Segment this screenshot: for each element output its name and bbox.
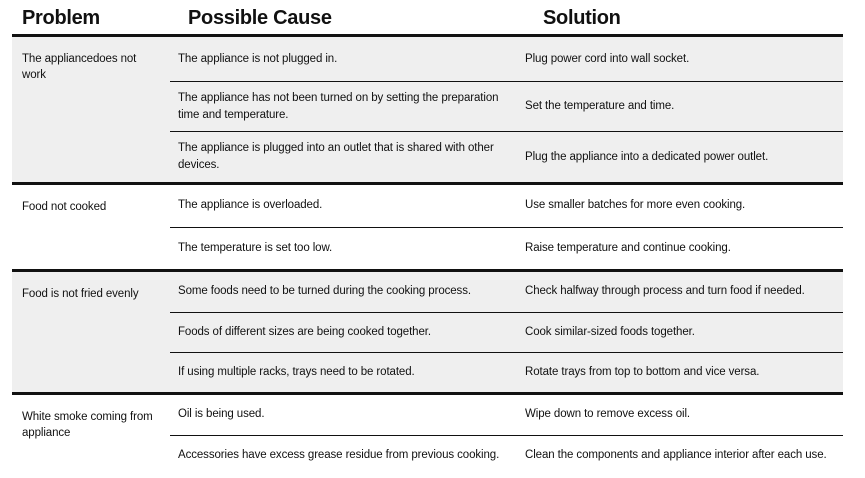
solution-text: Wipe down to remove excess oil. bbox=[525, 408, 690, 421]
problem-label: White smoke coming from appliance bbox=[22, 410, 153, 440]
cause-text: The appliance is overloaded. bbox=[178, 199, 323, 212]
table-row: If using multiple racks, trays need to b… bbox=[170, 351, 843, 392]
solution-text: Set the temperature and time. bbox=[525, 100, 675, 113]
table-row: The appliance is overloaded. Use smaller… bbox=[170, 185, 843, 227]
table-row: The appliance is plugged into an outlet … bbox=[170, 131, 843, 181]
cause-text: The temperature is set too low. bbox=[178, 241, 333, 254]
table-row: The temperature is set too low. Raise te… bbox=[170, 226, 843, 269]
problem-label: The appliancedoes not work bbox=[22, 53, 137, 82]
cause-text: Oil is being used. bbox=[178, 408, 265, 421]
table-row: Foods of different sizes are being cooke… bbox=[170, 311, 843, 352]
table-row: Accessories have excess grease residue f… bbox=[170, 434, 843, 475]
column-header-possible-cause: Possible Cause bbox=[188, 7, 332, 29]
solution-text: Plug the appliance into a dedicated powe… bbox=[525, 150, 769, 163]
cause-text: If using multiple racks, trays need to b… bbox=[178, 365, 415, 378]
cause-text: The appliance is plugged into an outlet … bbox=[178, 142, 494, 172]
problem-group: Food not cooked The appliance is overloa… bbox=[12, 184, 843, 272]
problem-label: Food is not fried evenly bbox=[22, 287, 139, 300]
cause-text: Accessories have excess grease residue f… bbox=[178, 448, 500, 461]
table-row: The appliance is not plugged in. Plug po… bbox=[170, 37, 843, 81]
problem-group: Food is not fried evenly Some foods need… bbox=[12, 271, 843, 395]
column-header-solution: Solution bbox=[543, 7, 621, 29]
header-rule bbox=[12, 34, 843, 37]
table-row: The appliance has not been turned on by … bbox=[170, 81, 843, 131]
problem-group: The appliancedoes not work The appliance… bbox=[12, 37, 843, 185]
table-body: The appliancedoes not work The appliance… bbox=[12, 37, 843, 475]
cause-text: Foods of different sizes are being cooke… bbox=[178, 325, 431, 338]
problem-label: Food not cooked bbox=[22, 200, 107, 213]
solution-text: Rotate trays from top to bottom and vice… bbox=[525, 365, 760, 378]
column-header-problem: Problem bbox=[22, 7, 100, 29]
group-rows: Some foods need to be turned during the … bbox=[170, 272, 843, 392]
solution-text: Check halfway through process and turn f… bbox=[525, 285, 805, 298]
group-rows: The appliance is overloaded. Use smaller… bbox=[170, 185, 843, 269]
cause-text: Some foods need to be turned during the … bbox=[178, 285, 471, 298]
problem-group: White smoke coming from appliance Oil is… bbox=[12, 394, 843, 475]
group-rows: Oil is being used. Wipe down to remove e… bbox=[170, 395, 843, 475]
table-row: Oil is being used. Wipe down to remove e… bbox=[170, 395, 843, 435]
cause-text: The appliance is not plugged in. bbox=[178, 52, 338, 65]
cause-text: The appliance has not been turned on by … bbox=[178, 92, 499, 121]
solution-text: Clean the components and appliance inter… bbox=[525, 448, 827, 461]
solution-text: Raise temperature and continue cooking. bbox=[525, 241, 731, 254]
group-rows: The appliance is not plugged in. Plug po… bbox=[170, 37, 843, 182]
solution-text: Use smaller batches for more even cookin… bbox=[525, 199, 746, 212]
table-row: Some foods need to be turned during the … bbox=[170, 272, 843, 312]
table-header-row: Problem Possible Cause Solution bbox=[0, 0, 865, 34]
solution-text: Plug power cord into wall socket. bbox=[525, 52, 690, 65]
solution-text: Cook similar-sized foods together. bbox=[525, 325, 695, 338]
